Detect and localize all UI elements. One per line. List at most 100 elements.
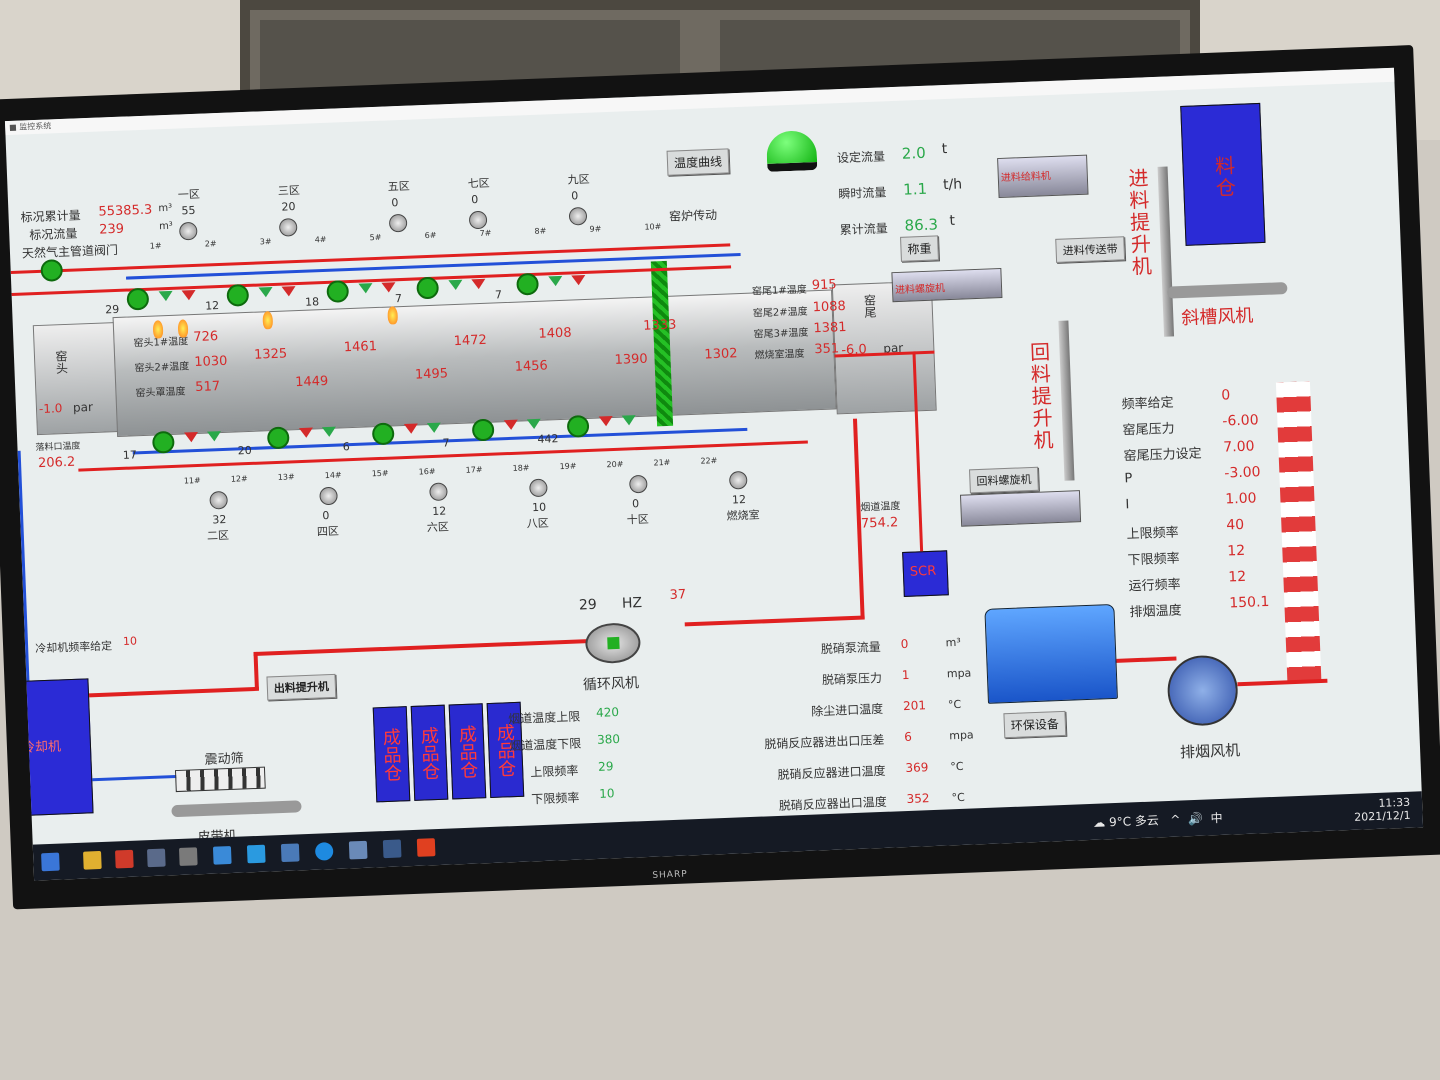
param-value[interactable]: 12 [1228, 568, 1247, 586]
param-value[interactable]: -6.00 [1222, 412, 1259, 430]
zone-regulator-icon[interactable] [319, 486, 338, 506]
zone-top-value[interactable]: 0 [471, 193, 479, 207]
feed-belt-button[interactable]: 进料传送带 [1055, 236, 1126, 263]
scr-unit[interactable]: SCR [902, 550, 949, 597]
zone-bottom-value[interactable]: 0 [322, 508, 330, 523]
file-explorer-icon[interactable] [83, 850, 102, 870]
valve-icon[interactable] [426, 422, 442, 434]
environmental-equipment-button[interactable]: 环保设备 [1003, 710, 1067, 739]
zone-regulator-icon[interactable] [529, 478, 548, 498]
discharge-elevator-button[interactable]: 出料提升机 [266, 673, 337, 701]
valve-icon[interactable] [184, 431, 199, 443]
std-flow-label: 标况流量 [29, 226, 78, 243]
volume-icon[interactable]: 🔊 [1187, 811, 1204, 827]
weather-widget[interactable]: ☁ 9°C 多云 ^ 🔊 中 [1093, 809, 1223, 831]
zone-regulator-icon[interactable] [628, 474, 648, 494]
zone-regulator-icon[interactable] [728, 470, 748, 490]
feeder-machine[interactable]: 进料给料机 [997, 154, 1089, 199]
zone-bottom-value[interactable]: 32 [212, 512, 227, 527]
burner-fan-icon[interactable] [226, 283, 250, 307]
weigh-button[interactable]: 称重 [900, 235, 939, 262]
param-value[interactable]: 150.1 [1229, 593, 1270, 612]
valve-icon[interactable] [298, 427, 314, 439]
zone-regulator-icon[interactable] [568, 206, 588, 226]
cooler-unit[interactable]: 冷却机 [8, 678, 94, 817]
zone-bottom-label: 六区 [426, 520, 450, 535]
valve-icon[interactable] [471, 278, 486, 290]
zone-bottom-value[interactable]: 12 [731, 492, 747, 507]
circ-param-value[interactable]: 29 [597, 759, 614, 774]
app-icon[interactable] [246, 844, 266, 864]
param-value[interactable]: 7.00 [1223, 438, 1255, 456]
main-gas-valve-icon[interactable] [40, 259, 64, 282]
param-value[interactable]: 12 [1227, 542, 1246, 560]
app-icon[interactable] [280, 843, 300, 863]
valve-icon[interactable] [621, 415, 637, 426]
circ-param-value[interactable]: 10 [598, 786, 615, 801]
valve-icon[interactable] [181, 289, 196, 301]
zone-bottom-value[interactable]: 10 [531, 500, 547, 515]
zone-top-value[interactable]: 0 [391, 196, 399, 210]
circ-param-value[interactable]: 420 [595, 705, 620, 720]
valve-icon[interactable] [207, 431, 222, 442]
circ-param-value[interactable]: 380 [596, 731, 621, 747]
valve-icon[interactable] [571, 274, 586, 286]
valve-icon[interactable] [526, 418, 542, 430]
product-bin[interactable]: 成品仓 [410, 704, 449, 801]
edge-icon[interactable] [314, 842, 334, 861]
app-icon[interactable] [348, 840, 368, 860]
valve-icon[interactable] [403, 423, 419, 435]
valve-icon[interactable] [258, 286, 273, 298]
zone-regulator-icon[interactable] [429, 482, 448, 502]
zone-regulator-icon[interactable] [278, 217, 298, 237]
app-icon[interactable] [146, 848, 166, 868]
param-value[interactable]: 40 [1226, 516, 1245, 534]
temperature-curve-button[interactable]: 温度曲线 [666, 148, 730, 176]
chevron-up-icon[interactable]: ^ [1170, 812, 1181, 827]
product-bin[interactable]: 成品仓 [372, 706, 411, 803]
denox-param-unit: m³ [945, 635, 962, 650]
denox-param-value: 0 [900, 636, 909, 652]
burner-fan-icon[interactable] [326, 280, 350, 303]
ime-indicator[interactable]: 中 [1210, 810, 1223, 826]
valve-icon[interactable] [358, 283, 373, 294]
zone-bottom-value[interactable]: 0 [631, 497, 640, 511]
valve-icon[interactable] [321, 426, 337, 438]
zone-bottom-value[interactable]: 12 [431, 504, 447, 519]
feed-screw-machine[interactable]: 进料螺旋机 [891, 267, 1003, 303]
valve-icon[interactable] [598, 416, 614, 427]
valve-icon[interactable] [503, 419, 519, 431]
valve-icon[interactable] [448, 279, 463, 291]
zone-top-value[interactable]: 0 [570, 189, 579, 203]
valve-icon[interactable] [281, 286, 296, 297]
circulation-fan-icon[interactable] [584, 622, 642, 665]
start-icon[interactable] [41, 852, 60, 872]
app-icon[interactable] [212, 845, 232, 865]
app-icon[interactable] [382, 839, 402, 859]
burner-fan-icon[interactable] [516, 272, 539, 296]
zone-top-value[interactable]: 20 [281, 200, 296, 214]
valve-icon[interactable] [158, 290, 173, 302]
product-bin[interactable]: 成品仓 [448, 703, 487, 800]
zone-regulator-icon[interactable] [468, 210, 488, 230]
zone-regulator-icon[interactable] [178, 221, 198, 241]
param-value[interactable]: 1.00 [1225, 490, 1257, 508]
burner-fan-icon[interactable] [126, 287, 150, 311]
return-screw-button[interactable]: 回料螺旋机 [969, 466, 1039, 494]
zone-regulator-icon[interactable] [388, 213, 408, 233]
valve-icon[interactable] [548, 275, 563, 287]
clock[interactable]: 11:33 2021/12/1 [1353, 796, 1411, 824]
flame-icon [177, 319, 189, 338]
zone-regulator-icon[interactable] [209, 490, 228, 510]
burner-fan-icon[interactable] [416, 276, 440, 300]
zone-top-value[interactable]: 55 [181, 203, 196, 218]
exhaust-fan-icon[interactable] [1166, 654, 1239, 727]
app-icon[interactable] [178, 847, 198, 866]
valve-icon[interactable] [381, 282, 396, 293]
app-icon[interactable] [115, 849, 134, 869]
valve-number: 17# [465, 465, 483, 475]
circ-fan-setpoint[interactable]: 37 [669, 587, 687, 603]
param-value[interactable]: -3.00 [1224, 464, 1261, 482]
param-value[interactable]: 0 [1221, 387, 1231, 404]
app-icon[interactable] [416, 838, 436, 857]
